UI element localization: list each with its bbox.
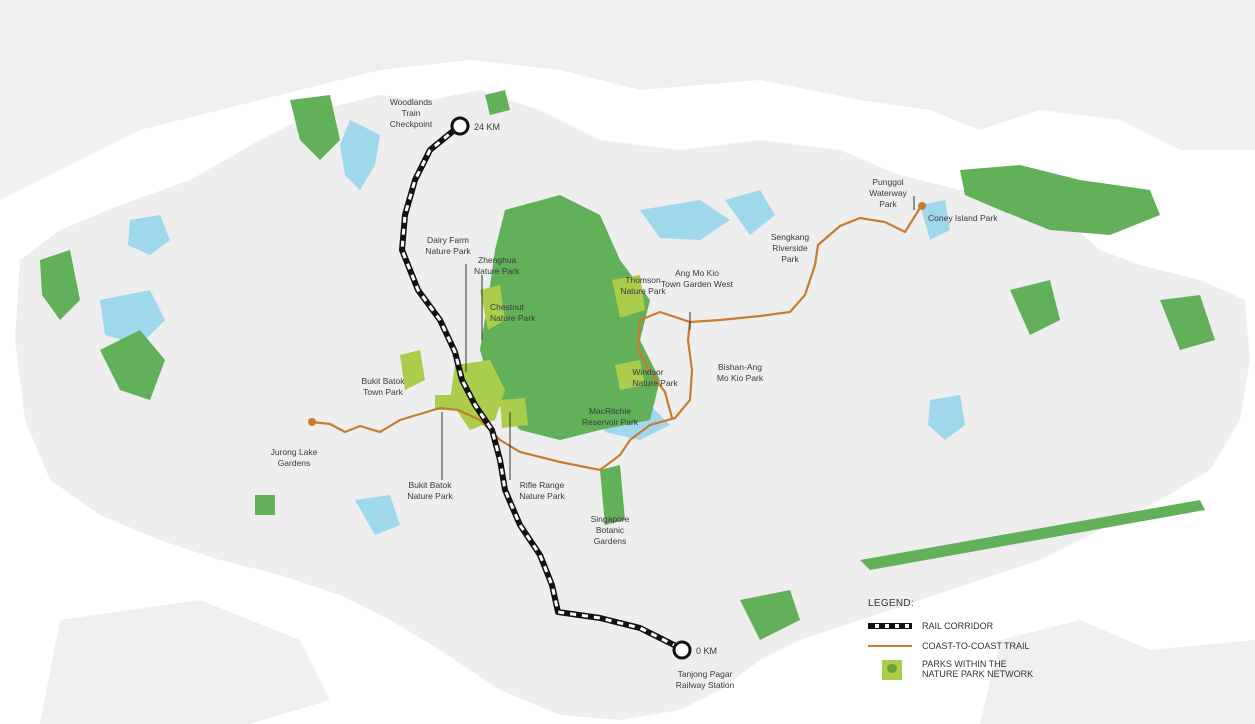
legend-item-trail: COAST-TO-COAST TRAIL xyxy=(868,639,1098,653)
coney-island-label: Coney Island Park xyxy=(928,213,998,223)
leader-lines xyxy=(441,196,915,480)
trail-branch xyxy=(636,310,691,419)
trail-end-east xyxy=(918,202,926,210)
trail-end-west xyxy=(308,418,316,426)
trail-line-icon xyxy=(868,639,912,653)
north-km-label: 24 KM xyxy=(474,122,500,132)
legend-label-trail: COAST-TO-COAST TRAIL xyxy=(922,641,1030,651)
coast-to-coast-trail xyxy=(311,207,921,472)
southern-islands xyxy=(40,600,330,724)
rail-corridor xyxy=(399,124,682,651)
legend-label-rail: RAIL CORRIDOR xyxy=(922,621,994,631)
legend-item-rail: RAIL CORRIDOR xyxy=(868,619,1098,633)
rail-corridor-icon xyxy=(868,619,912,633)
south-km-label: 0 KM xyxy=(696,646,717,656)
offshore-island xyxy=(980,620,1255,724)
park-areas xyxy=(40,90,1215,640)
legend-title: LEGEND: xyxy=(868,598,915,609)
legend: LEGEND: RAIL CORRIDOR COAST-TO-COAST TRA… xyxy=(868,598,1098,685)
rail-end-south-marker xyxy=(672,640,692,660)
johor-landmass xyxy=(0,0,1255,200)
park-tree-icon xyxy=(868,660,912,680)
rail-end-north-marker xyxy=(450,116,470,136)
